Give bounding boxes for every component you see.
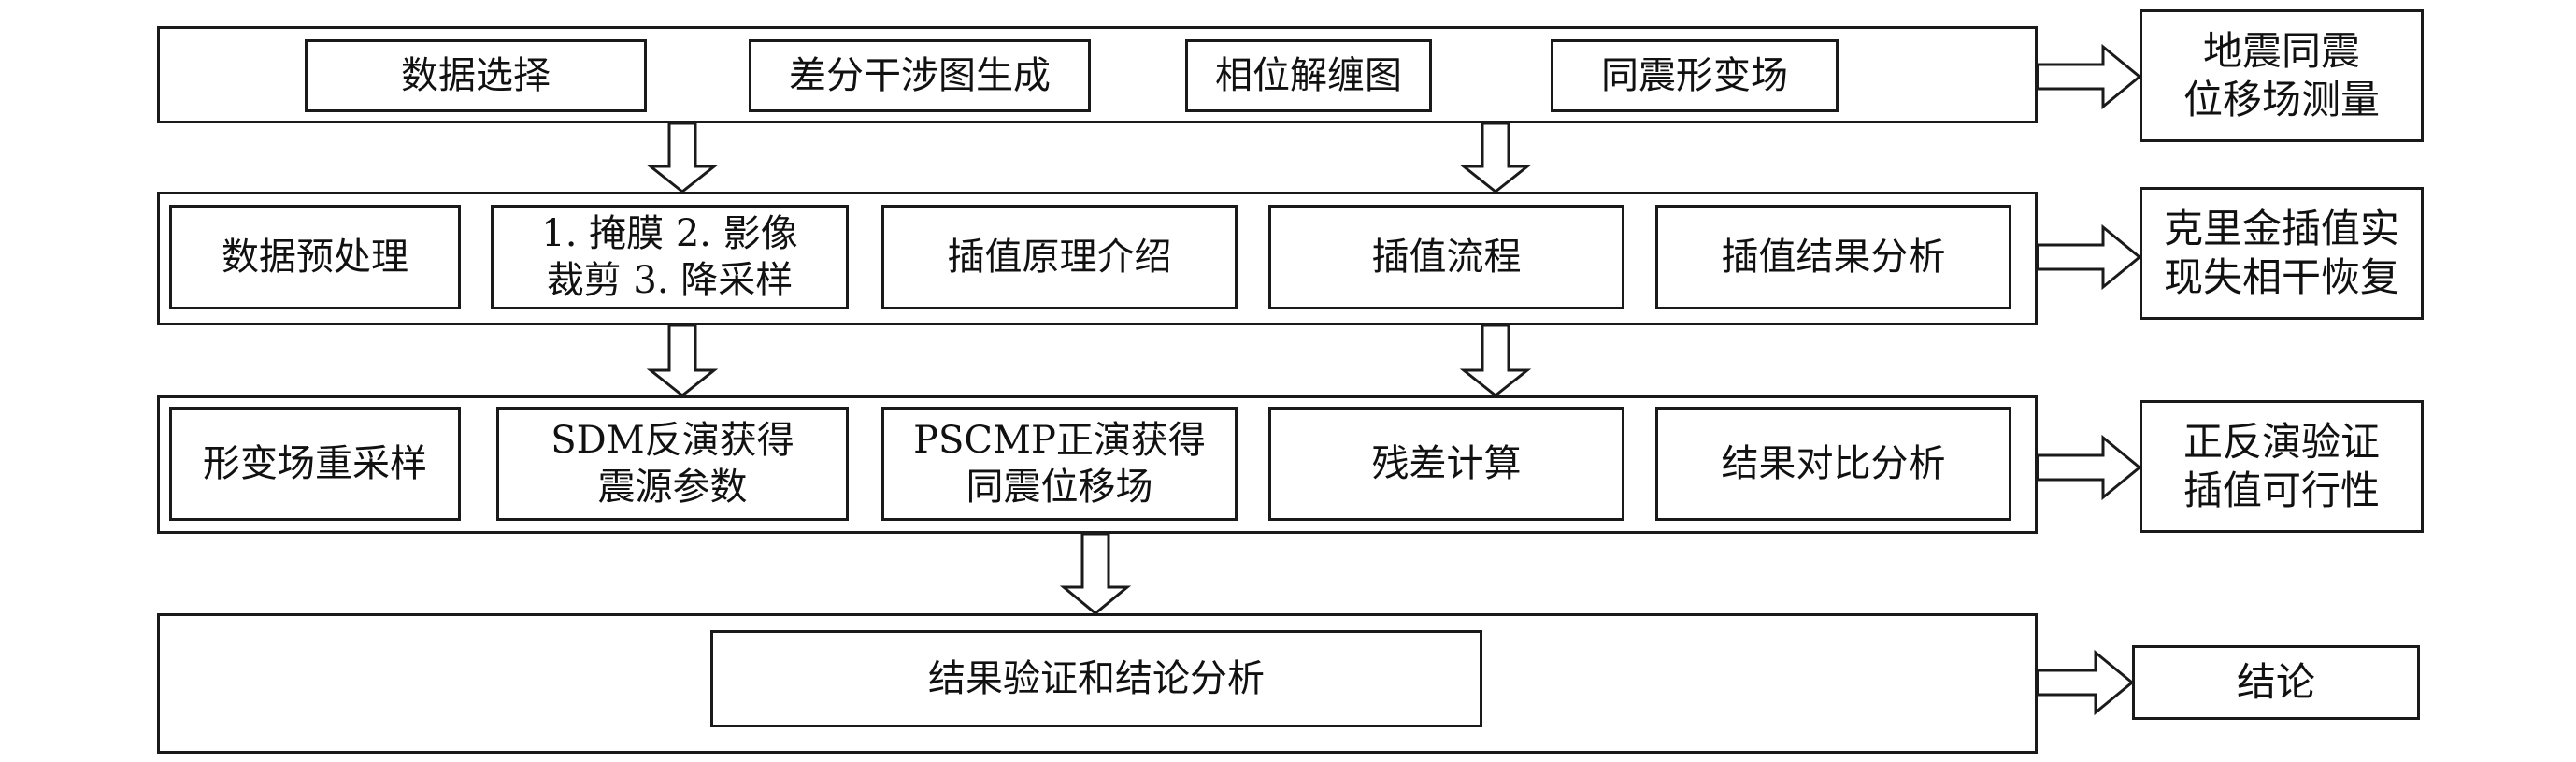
row2-box-interpolation-principle: 插值原理介绍 [881,205,1238,309]
row2-box-preprocessing: 数据预处理 [169,205,461,309]
output-box-kriging-recovery: 克里金插值实 现失相干恢复 [2140,187,2424,320]
right-arrow-row2 [2036,223,2142,291]
row3-box-pscmp-forward: PSCMP正演获得 同震位移场 [881,407,1238,521]
row2-box-interpolation-process: 插值流程 [1268,205,1624,309]
row3-box-resampling: 形变场重采样 [169,407,461,521]
row4-box-validation-conclusion: 结果验证和结论分析 [710,630,1482,727]
row3-box-comparison: 结果对比分析 [1655,407,2011,521]
row3-box-sdm-inversion: SDM反演获得 震源参数 [496,407,849,521]
row3-box-residual: 残差计算 [1268,407,1624,521]
row1-box-coseismic-deformation: 同震形变场 [1551,39,1839,112]
down-arrow-1-right [1459,122,1532,194]
output-box-inversion-validation: 正反演验证 插值可行性 [2140,400,2424,533]
row1-box-data-selection: 数据选择 [305,39,647,112]
output-box-conclusion: 结论 [2132,645,2420,720]
down-arrow-2-right [1459,323,1532,397]
row2-box-interpolation-analysis: 插值结果分析 [1655,205,2011,309]
output-box-coseismic-measurement: 地震同震 位移场测量 [2140,9,2424,142]
row1-box-unwrapped-phase: 相位解缠图 [1185,39,1432,112]
row1-box-interferogram: 差分干涉图生成 [749,39,1091,112]
down-arrow-1-left [646,122,719,194]
right-arrow-row1 [2036,43,2142,110]
down-arrow-3 [1059,532,1132,615]
row2-box-mask-crop-downsample: 1. 掩膜 2. 影像 裁剪 3. 降采样 [491,205,849,309]
right-arrow-row4 [2036,649,2135,716]
down-arrow-2-left [646,323,719,397]
right-arrow-row3 [2036,434,2142,501]
